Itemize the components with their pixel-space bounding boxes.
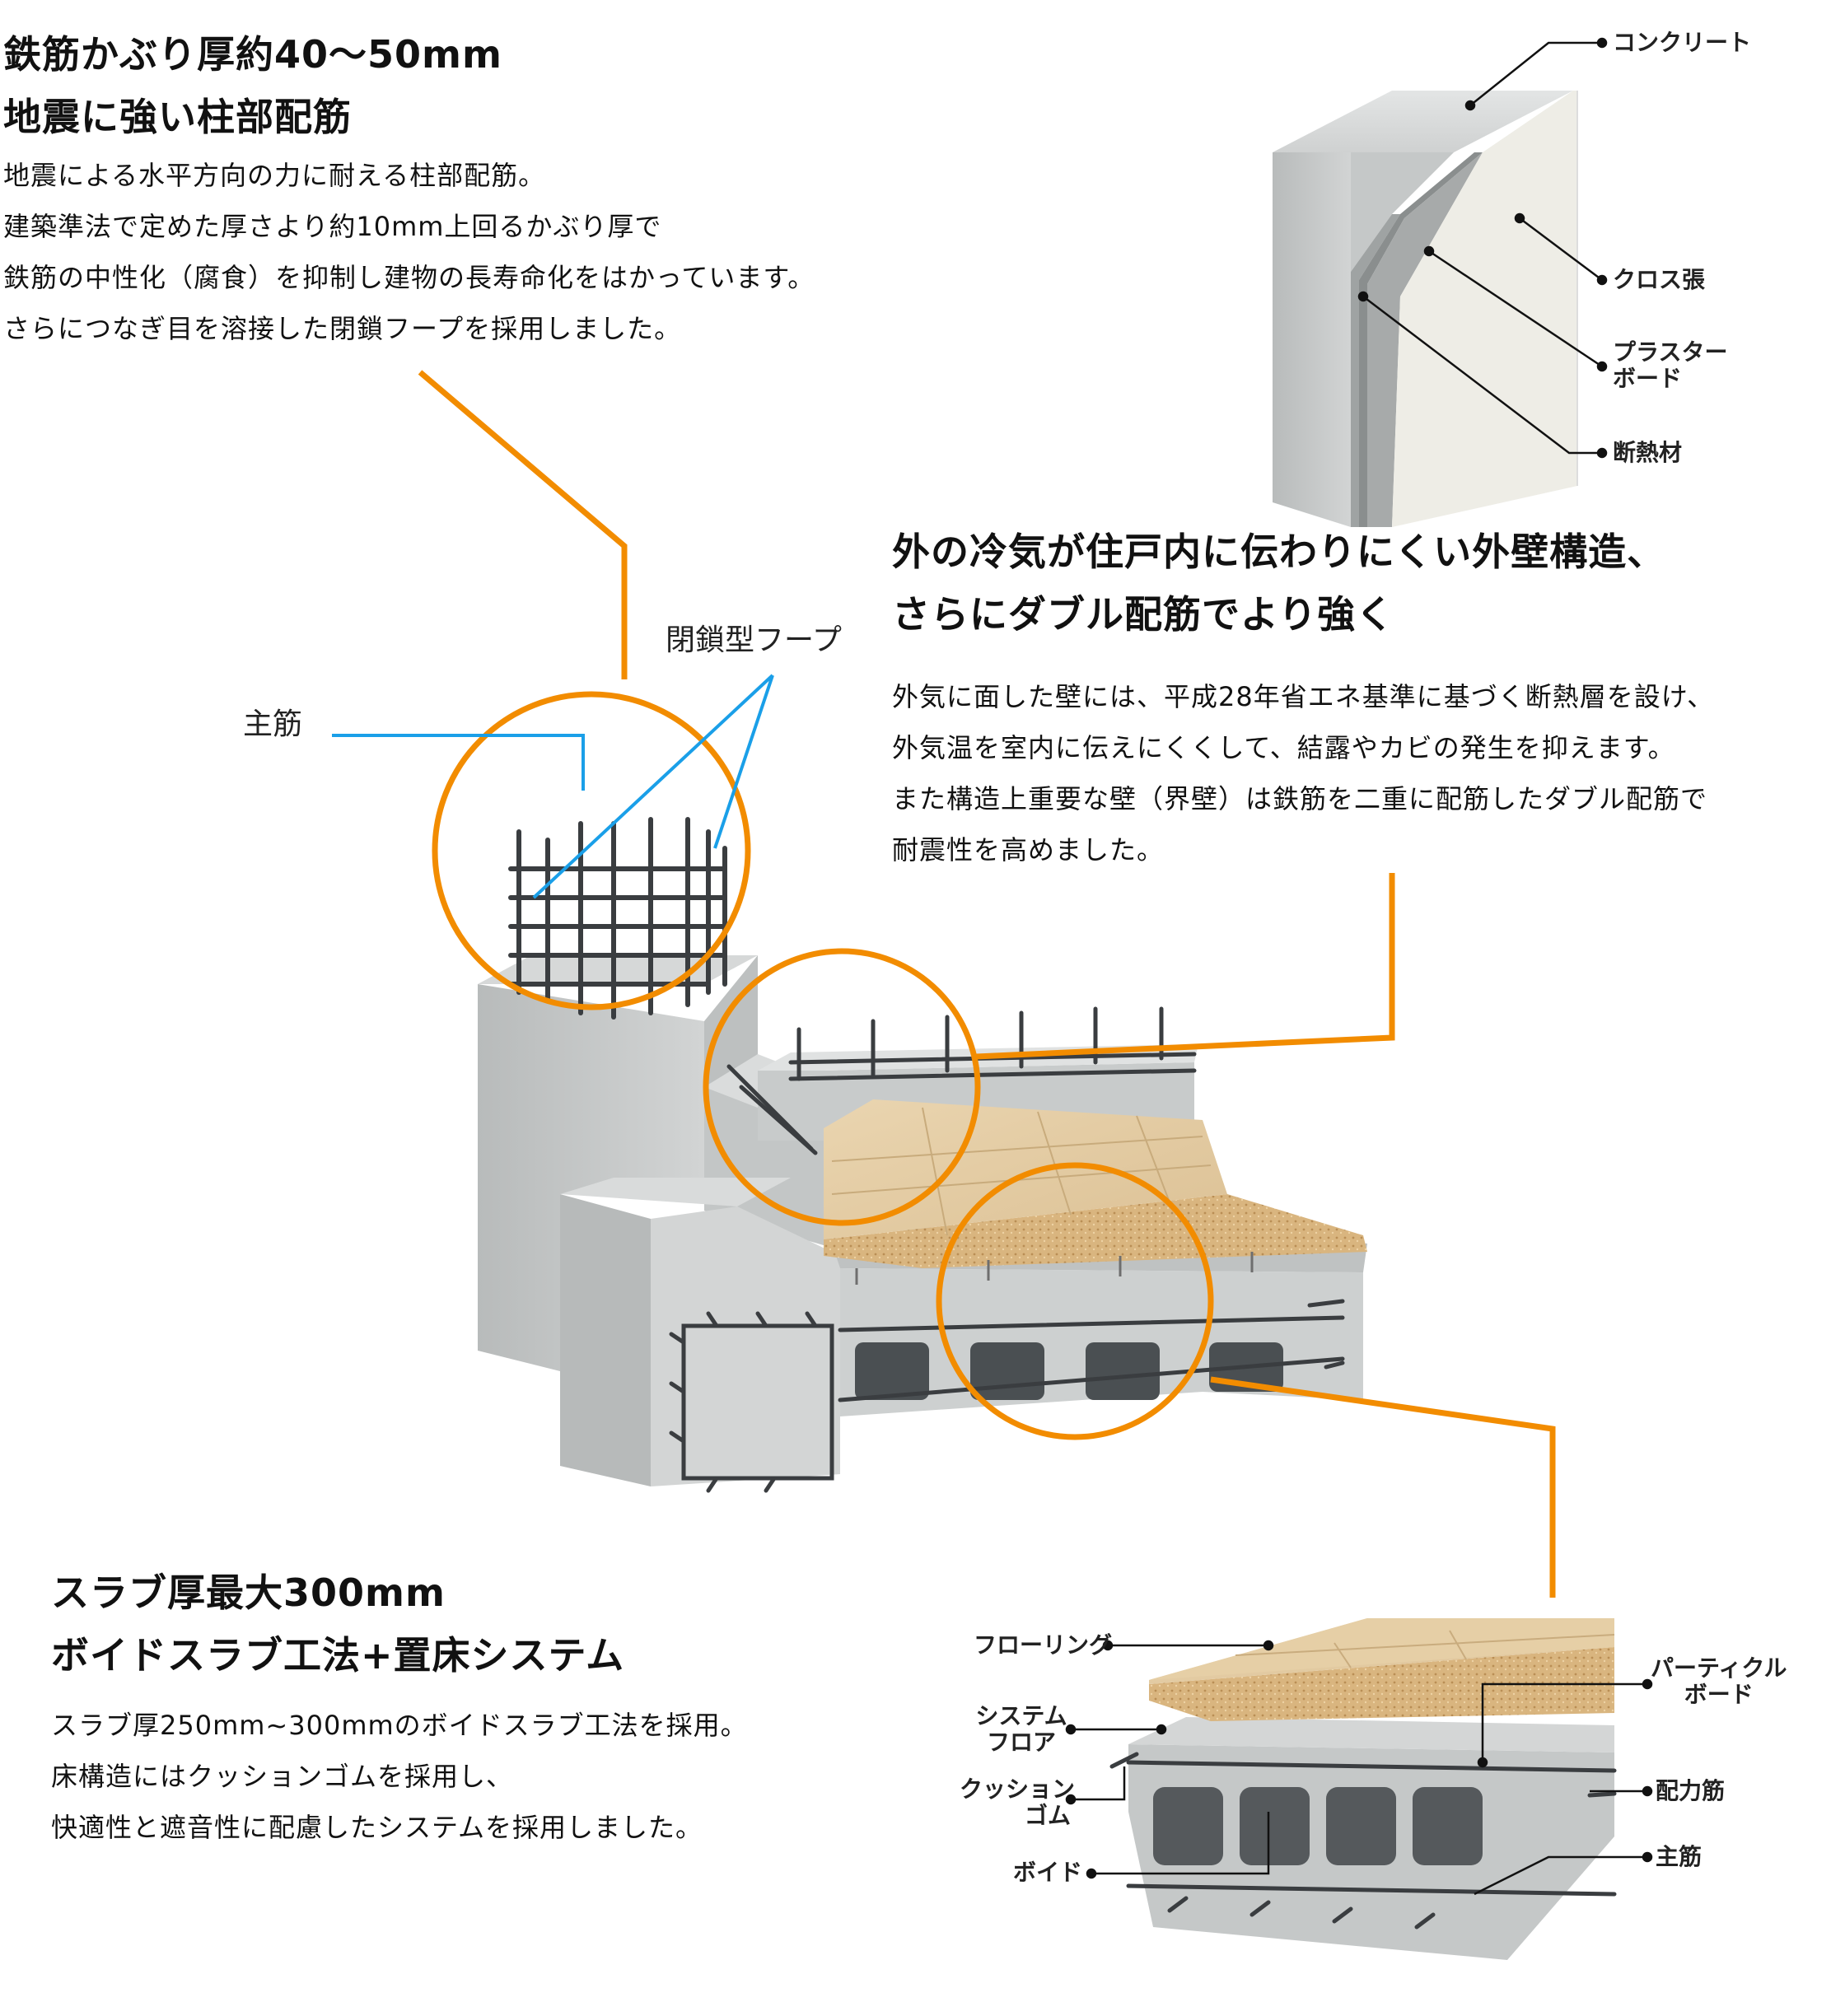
label-system-floor: システム フロア: [972, 1703, 1071, 1756]
closed-hoop-callout: 閉鎖型フープ: [666, 623, 842, 657]
label-cushion-rubber: クッション ゴム: [960, 1776, 1076, 1829]
label-concrete: コンクリート: [1613, 29, 1752, 56]
column-rebar: [508, 817, 727, 1020]
slab-body-line: 快適性と遮音性に配慮したシステムを採用しました。: [51, 1812, 703, 1843]
slab-body-line: スラブ厚250mm~300mmのボイドスラブ工法を採用。: [51, 1710, 748, 1741]
label-void: ボイド: [1013, 1859, 1083, 1886]
wall-cloth-face: [1392, 91, 1577, 527]
label-particle-line2: ボード: [1684, 1681, 1754, 1708]
wall-body-line: 外気温を室内に伝えにくくして、結露やカビの発生を抑えます。: [892, 732, 1675, 763]
slab-title: スラブ厚最大300mm ボイドスラブ工法+置床システム: [51, 1561, 624, 1687]
label-distribution-rebar: 配力筋: [1656, 1777, 1726, 1804]
wall-body-line: 耐震性を高めました。: [892, 834, 1165, 866]
column-body-line: 鉄筋の中性化（腐食）を抑制し建物の長寿命化をはかっています。: [3, 262, 815, 293]
column-guide-line: [418, 370, 628, 679]
lower-block-top: [560, 1178, 791, 1206]
main-rebar-callout: 主筋: [243, 707, 303, 741]
flooring-top: [824, 1099, 1227, 1239]
slab-rebar: [838, 1299, 1345, 1402]
slab-title-line2: ボイドスラブ工法+置床システム: [51, 1633, 625, 1678]
label-cushion-line1: クッション: [960, 1776, 1076, 1803]
label-plaster-line1: プラスター: [1613, 338, 1728, 366]
column-highlight-circle: [432, 691, 751, 1010]
label-particle-board: パーティクル ボード: [1651, 1655, 1787, 1708]
block-rebar: [669, 1311, 834, 1493]
label-system-floor-line1: システム: [975, 1702, 1067, 1729]
column-title: 鉄筋かぶり厚約40〜50mm 地震に強い柱部配筋: [3, 23, 502, 148]
wall-guide-line: [975, 873, 1395, 1060]
wall-concrete-top: [1273, 91, 1573, 152]
flooring-seams: [831, 1107, 1212, 1236]
hoop-pointer-a: [532, 674, 774, 899]
label-insulation: 断熱材: [1613, 439, 1683, 466]
main-structure-illustration: [478, 817, 1367, 1493]
column-front: [478, 984, 704, 1371]
slab-body-line: 床構造にはクッションゴムを採用し、: [51, 1761, 514, 1792]
wall-body-line: また構造上重要な壁（界壁）は鉄筋を二重に配筋したダブル配筋で: [892, 783, 1708, 814]
floor-section-illustration: [1065, 1618, 1653, 1960]
wall-insulation-layer: [1351, 214, 1400, 527]
wall-concrete-front: [1273, 152, 1351, 527]
wall-concrete-side: [1351, 152, 1454, 272]
label-plaster-board: プラスター ボード: [1613, 339, 1727, 392]
wall-gray-board: [1367, 152, 1491, 527]
slab-highlight-circle: [936, 1162, 1214, 1440]
label-plaster-line2: ボード: [1613, 365, 1683, 392]
main-rebar-pointer: [332, 734, 585, 791]
lower-block-end: [651, 1206, 840, 1486]
wall-body-line: 外気に面した壁には、平成28年省エネ基準に基づく断熱層を設け、: [892, 681, 1715, 712]
fs-particle-board: [1149, 1647, 1614, 1721]
wall-rebar: [726, 1006, 1197, 1155]
label-flooring: フローリング: [974, 1631, 1113, 1659]
slab-title-line1: スラブ厚最大300mm: [51, 1570, 446, 1615]
fs-voids: [1153, 1787, 1483, 1865]
column-body-line: 地震による水平方向の力に耐える柱部配筋。: [3, 160, 546, 191]
label-particle-line1: パーティクル: [1651, 1654, 1787, 1682]
column-body-line: 建築準法で定めた厚さより約10mm上回るかぶり厚で: [3, 211, 662, 242]
column-title-line2: 地震に強い柱部配筋: [3, 95, 352, 139]
column-body: 地震による水平方向の力に耐える柱部配筋。 建築準法で定めた厚さより約10mm上回…: [3, 150, 815, 354]
fs-slab-top: [1128, 1717, 1614, 1752]
wall-body: 外気に面した壁には、平成28年省エネ基準に基づく断熱層を設け、 外気温を室内に伝…: [892, 671, 1714, 875]
lower-block-front: [560, 1194, 651, 1486]
label-cushion-line2: ゴム: [1024, 1802, 1071, 1829]
hoop-pointer-b: [713, 674, 774, 849]
wall-title: 外の冷気が住戸内に伝わりにくい外壁構造、 さらにダブル配筋でより強く: [892, 520, 1665, 646]
orange-guides: [418, 370, 1556, 1598]
fs-flooring-top: [1149, 1618, 1614, 1680]
wall-title-line2: さらにダブル配筋でより強く: [892, 592, 1395, 637]
fs-rebar: [1109, 1752, 1617, 1930]
slab-guide-line: [1210, 1376, 1556, 1598]
blue-callouts: [332, 674, 774, 899]
slab-body: スラブ厚250mm~300mmのボイドスラブ工法を採用。 床構造にはクッションゴ…: [51, 1700, 748, 1853]
label-cloth: クロス張: [1613, 266, 1706, 293]
column-body-line: さらにつなぎ目を溶接した閉鎖フープを採用しました。: [3, 313, 682, 344]
particle-board-edge: [824, 1194, 1367, 1268]
label-system-floor-line2: フロア: [986, 1729, 1056, 1756]
column-title-line1: 鉄筋かぶり厚約40〜50mm: [3, 32, 502, 77]
wall-title-line1: 外の冷気が住戸内に伝わりにくい外壁構造、: [892, 530, 1666, 574]
wall-highlight-circle: [703, 948, 981, 1226]
label-main-rebar: 主筋: [1656, 1843, 1703, 1870]
wall-section-illustration: [1273, 37, 1608, 527]
